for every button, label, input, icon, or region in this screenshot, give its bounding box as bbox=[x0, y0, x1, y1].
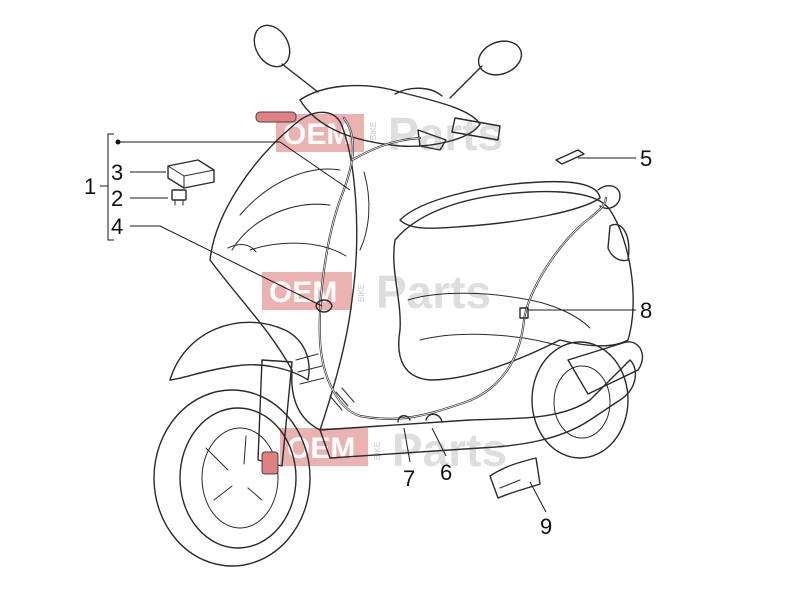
callout-5: 5 bbox=[640, 146, 652, 171]
watermark-top: OEM BIKE Parts bbox=[276, 108, 503, 160]
watermark-bike-text: BIKE bbox=[357, 284, 366, 302]
front-fork bbox=[257, 359, 293, 467]
front-tire bbox=[153, 389, 311, 567]
loose-parts bbox=[167, 149, 585, 499]
rear-wheel bbox=[531, 341, 629, 459]
headset bbox=[299, 84, 481, 148]
fuse-part bbox=[171, 189, 187, 201]
leader-1 bbox=[118, 141, 351, 191]
watermark-oem-text: OEM bbox=[283, 118, 351, 151]
callout-2: 2 bbox=[111, 186, 123, 211]
cable-tie-front bbox=[315, 299, 333, 313]
leader-9 bbox=[529, 481, 547, 513]
connector-8-marker bbox=[519, 307, 529, 319]
callout-8: 8 bbox=[640, 298, 652, 323]
right-mirror bbox=[477, 40, 523, 76]
watermark-parts-text: Parts bbox=[376, 266, 491, 318]
leader-4 bbox=[130, 225, 323, 307]
callout-3: 3 bbox=[111, 160, 123, 185]
front-hub-sensor bbox=[261, 451, 279, 475]
floorboard bbox=[319, 359, 637, 459]
watermark-bike-text: BIKE bbox=[373, 442, 382, 460]
callout-1: 1 bbox=[84, 174, 96, 199]
exhaust bbox=[567, 341, 644, 395]
fuse-box-part bbox=[167, 159, 215, 189]
leader-7 bbox=[403, 427, 411, 463]
left-grip bbox=[255, 111, 297, 123]
watermark-oem-text: OEM bbox=[269, 276, 337, 309]
watermark-bike-text: BIKE bbox=[369, 122, 378, 140]
callout-7: 7 bbox=[403, 466, 415, 491]
callout-4: 4 bbox=[111, 214, 123, 239]
front-rim bbox=[179, 407, 297, 549]
left-mirror bbox=[253, 24, 291, 68]
scooter-outline bbox=[153, 24, 644, 567]
rear-body bbox=[393, 190, 634, 381]
clip-6-marker bbox=[425, 413, 443, 423]
watermark-parts-text: Parts bbox=[388, 108, 503, 160]
clip-7-marker bbox=[397, 415, 411, 423]
watermark-bottom: OEM BIKE Parts bbox=[280, 424, 507, 476]
callout-6: 6 bbox=[440, 460, 452, 485]
seat bbox=[399, 180, 601, 229]
right-grip bbox=[451, 117, 501, 141]
sticker-strip-part bbox=[555, 149, 585, 165]
leader-6 bbox=[431, 427, 447, 457]
leader-lines bbox=[118, 141, 636, 513]
front-shield bbox=[209, 111, 358, 431]
label-sheet-part bbox=[489, 457, 541, 499]
front-fender bbox=[169, 321, 310, 381]
callout-9: 9 bbox=[540, 514, 552, 539]
callout-labels: 1 2 3 4 5 6 7 8 9 bbox=[84, 146, 652, 539]
wiring-harness bbox=[249, 116, 608, 423]
watermark-oem-text: OEM bbox=[287, 432, 355, 465]
watermark-middle: OEM BIKE Parts bbox=[262, 266, 491, 318]
brake-lever bbox=[417, 129, 447, 151]
